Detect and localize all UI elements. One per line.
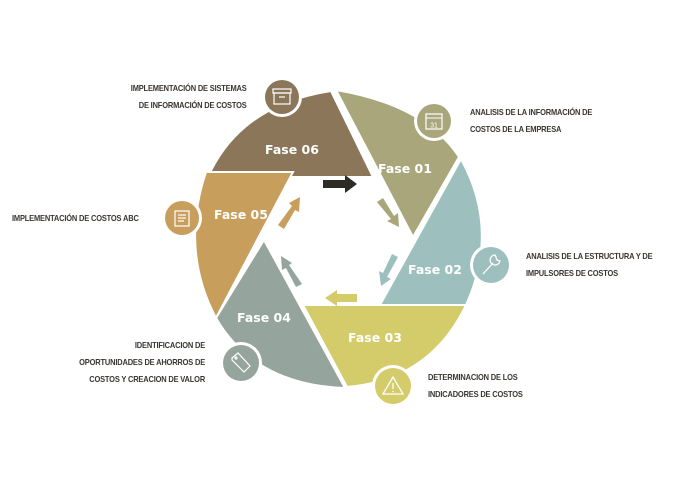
segment-fase-06	[206, 89, 375, 178]
arrow-02-to-03	[379, 254, 398, 286]
icon-badge-04	[220, 342, 262, 384]
document-icon	[174, 210, 190, 227]
wrench-icon	[482, 254, 501, 275]
icon-badge-06	[262, 77, 302, 117]
description-fase-05: IMPLEMENTACIÓN DE COSTOS ABC	[12, 210, 139, 227]
description-fase-03: DETERMINACION DE LOS INDICADORES DE COSTO…	[428, 369, 523, 403]
arrow-05-to-06	[278, 197, 300, 229]
arrow-01-to-02	[377, 198, 399, 227]
phase-label-02: Fase 02	[408, 262, 462, 277]
warning-icon	[381, 375, 405, 395]
arrow-04-to-05	[281, 256, 302, 287]
description-fase-02: ANALISIS DE LA ESTRUCTURA Y DE IMPULSORES…	[526, 248, 653, 282]
desc-line: IMPLEMENTACIÓN DE SISTEMAS	[131, 83, 247, 93]
calendar-day: 31	[430, 123, 438, 130]
phase-label-03: Fase 03	[348, 330, 402, 345]
desc-line: ANALISIS DE LA ESTRUCTURA Y DE	[526, 251, 653, 261]
desc-line: INDICADORES DE COSTOS	[428, 389, 523, 399]
desc-line: IDENTIFICACION DE	[134, 340, 205, 350]
description-fase-04: IDENTIFICACION DE OPORTUNIDADES DE AHORRO…	[79, 337, 205, 388]
calendar-icon: 31	[425, 113, 443, 130]
price-tag-icon	[231, 352, 251, 373]
icon-badge-05	[162, 198, 202, 238]
archive-box-icon	[272, 88, 292, 105]
desc-line: ANALISIS DE LA INFORMACIÓN DE	[470, 107, 593, 117]
phase-label-04: Fase 04	[237, 310, 291, 325]
segment-fase-03	[301, 304, 468, 389]
description-fase-01: ANALISIS DE LA INFORMACIÓN DE COSTOS DE L…	[470, 104, 592, 138]
desc-line: IMPULSORES DE COSTOS	[526, 268, 618, 278]
phase-label-06: Fase 06	[265, 142, 319, 157]
arrow-06-to-01	[323, 175, 357, 193]
icon-badge-02	[470, 244, 512, 286]
phase-label-01: Fase 01	[378, 161, 432, 176]
desc-line: COSTOS Y CREACION DE VALOR	[89, 374, 205, 384]
desc-line: DETERMINACION DE LOS	[428, 372, 518, 382]
phase-label-05: Fase 05	[214, 207, 268, 222]
arrow-03-to-04	[325, 290, 357, 306]
icon-badge-01: 31	[414, 101, 454, 141]
desc-line: DE INFORMACIÓN DE COSTOS	[139, 100, 247, 110]
icon-badge-03	[372, 365, 414, 407]
description-fase-06: IMPLEMENTACIÓN DE SISTEMAS DE INFORMACIÓN…	[131, 80, 247, 114]
segment-fase-05	[194, 171, 295, 321]
desc-line: IMPLEMENTACIÓN DE COSTOS ABC	[12, 213, 139, 223]
desc-line: COSTOS DE LA EMPRESA	[470, 124, 562, 134]
desc-line: OPORTUNIDADES DE AHORROS DE	[79, 357, 205, 367]
